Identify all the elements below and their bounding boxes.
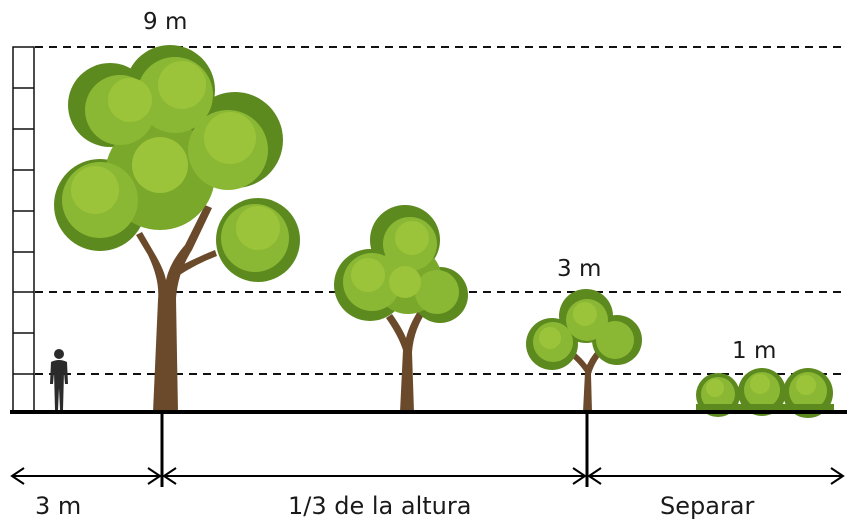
- height-label-3m: 3 m: [557, 256, 602, 282]
- large-tree-icon: [54, 45, 300, 412]
- height-label-9m: 9 m: [143, 9, 188, 35]
- person-icon: [50, 349, 68, 410]
- medium-tree-icon: [334, 205, 468, 412]
- spacing-arrow-right: [587, 467, 845, 485]
- spacing-label-left: 3 m: [35, 492, 82, 520]
- shrub-icon: [696, 368, 834, 418]
- small-tree-icon: [526, 289, 642, 412]
- spacing-arrow-left: [10, 467, 162, 485]
- spacing-label-middle: 1/3 de la altura: [288, 492, 472, 520]
- height-label-1m: 1 m: [732, 338, 777, 364]
- height-scale-ruler: [12, 46, 35, 413]
- spacing-arrow-middle: [162, 467, 587, 485]
- spacing-label-right: Separar: [660, 492, 755, 520]
